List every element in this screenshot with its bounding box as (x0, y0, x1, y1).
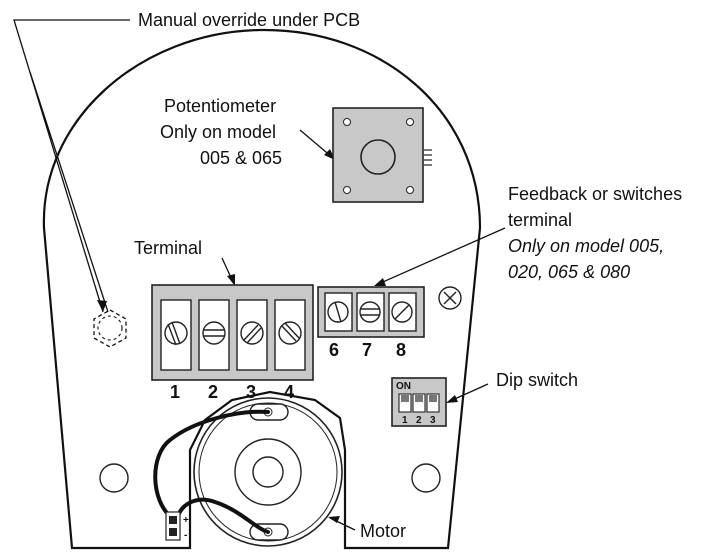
potentiometer (332, 107, 432, 203)
cross-screw (438, 286, 462, 310)
feedback-models-1: Only on model 005, (508, 236, 664, 256)
terminal-number-4: 4 (284, 382, 294, 402)
feedback-number-6: 6 (329, 340, 339, 360)
dip-switch-arrowhead (446, 395, 458, 403)
dip-switch-label: Dip switch (496, 370, 578, 390)
dip-position-3: 3 (430, 415, 436, 426)
feedback-number-7: 7 (362, 340, 372, 360)
manual-override-leader (13, 19, 130, 313)
feedback-leader (375, 227, 506, 286)
dip-position-1: 1 (402, 415, 408, 426)
manual-override-label: Manual override under PCB (138, 10, 360, 30)
dip-switch: ON 1 2 3 (391, 377, 447, 427)
terminal-arrowhead (227, 274, 235, 286)
feedback-models-2: 020, 065 & 080 (508, 262, 630, 282)
feedback-arrowhead (374, 278, 386, 286)
terminal-number-2: 2 (208, 382, 218, 402)
potentiometer-label-1: Potentiometer (164, 96, 276, 116)
polarity-plus: + (183, 515, 189, 526)
motor-label: Motor (360, 521, 406, 541)
feedback-number-8: 8 (396, 340, 406, 360)
manual-override-hex (93, 309, 127, 348)
motor-wire-plus (153, 409, 270, 520)
feedback-terminal-block (317, 286, 425, 338)
motor-wire-minus (174, 497, 270, 534)
dip-on-label: ON (396, 381, 411, 392)
terminal-number-3: 3 (246, 382, 256, 402)
manual-override-arrowhead (97, 300, 107, 312)
motor-arrowhead (328, 516, 340, 523)
dip-position-2: 2 (416, 415, 422, 426)
mounting-hole-left (99, 463, 129, 493)
terminal-label: Terminal (134, 238, 202, 258)
feedback-label-2: terminal (508, 210, 572, 230)
potentiometer-label-2: Only on model (160, 122, 276, 142)
feedback-label-1: Feedback or switches (508, 184, 682, 204)
mounting-hole-right (411, 463, 441, 493)
terminal-number-1: 1 (170, 382, 180, 402)
polarity-connector (165, 511, 181, 541)
terminal-block (151, 284, 314, 381)
polarity-minus: - (184, 530, 187, 541)
potentiometer-label-3: 005 & 065 (200, 148, 282, 168)
